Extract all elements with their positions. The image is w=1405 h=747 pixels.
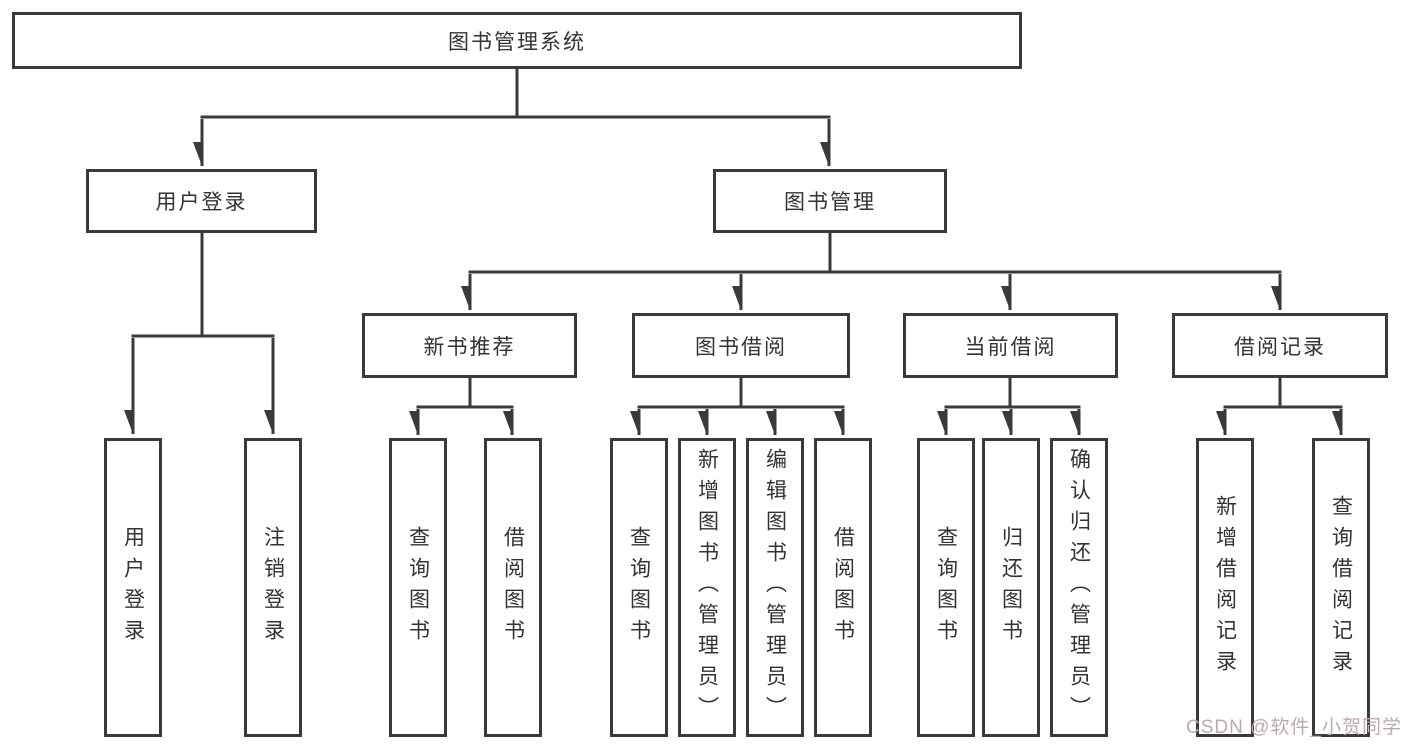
node-user-login: 用户登录 [86,169,317,233]
node-user-login-label: 用户登录 [155,191,248,214]
leaf-current-return: 归还图书 [982,438,1040,737]
leaf-current-query: 查询图书 [917,438,975,737]
node-book-mgmt-label: 图书管理 [784,191,876,214]
leaf-records-query: 查询借阅记录 [1312,438,1370,737]
node-new-book-label: 新书推荐 [423,335,516,359]
leaf-borrow-borrow: 借阅图书 [814,438,872,737]
watermark: CSDN @软件_小贺同学 [1186,717,1402,738]
leaf-user-login: 用户登录 [104,438,162,737]
node-current-borrow-label: 当前借阅 [964,335,1057,359]
node-new-book-recommend: 新书推荐 [362,313,577,378]
leaf-current-confirm: 确认归还（管理员） [1050,438,1108,737]
leaf-records-add: 新增借阅记录 [1196,438,1254,737]
node-borrow-records-label: 借阅记录 [1234,335,1326,359]
node-borrow-records: 借阅记录 [1172,313,1388,378]
node-root: 图书管理系统 [12,12,1022,69]
leaf-borrow-add: 新增图书（管理员） [678,438,736,737]
node-book-borrow-label: 图书借阅 [695,335,787,359]
leaf-borrow-query: 查询图书 [610,438,668,737]
leaf-logout: 注销登录 [244,438,302,737]
leaf-newbook-borrow: 借阅图书 [484,438,542,737]
leaf-borrow-edit: 编辑图书（管理员） [746,438,804,737]
node-book-mgmt: 图书管理 [713,169,947,233]
node-root-label: 图书管理系统 [448,30,586,54]
node-book-borrow: 图书借阅 [632,313,850,378]
leaf-newbook-query: 查询图书 [389,438,447,737]
node-current-borrow: 当前借阅 [903,313,1118,378]
